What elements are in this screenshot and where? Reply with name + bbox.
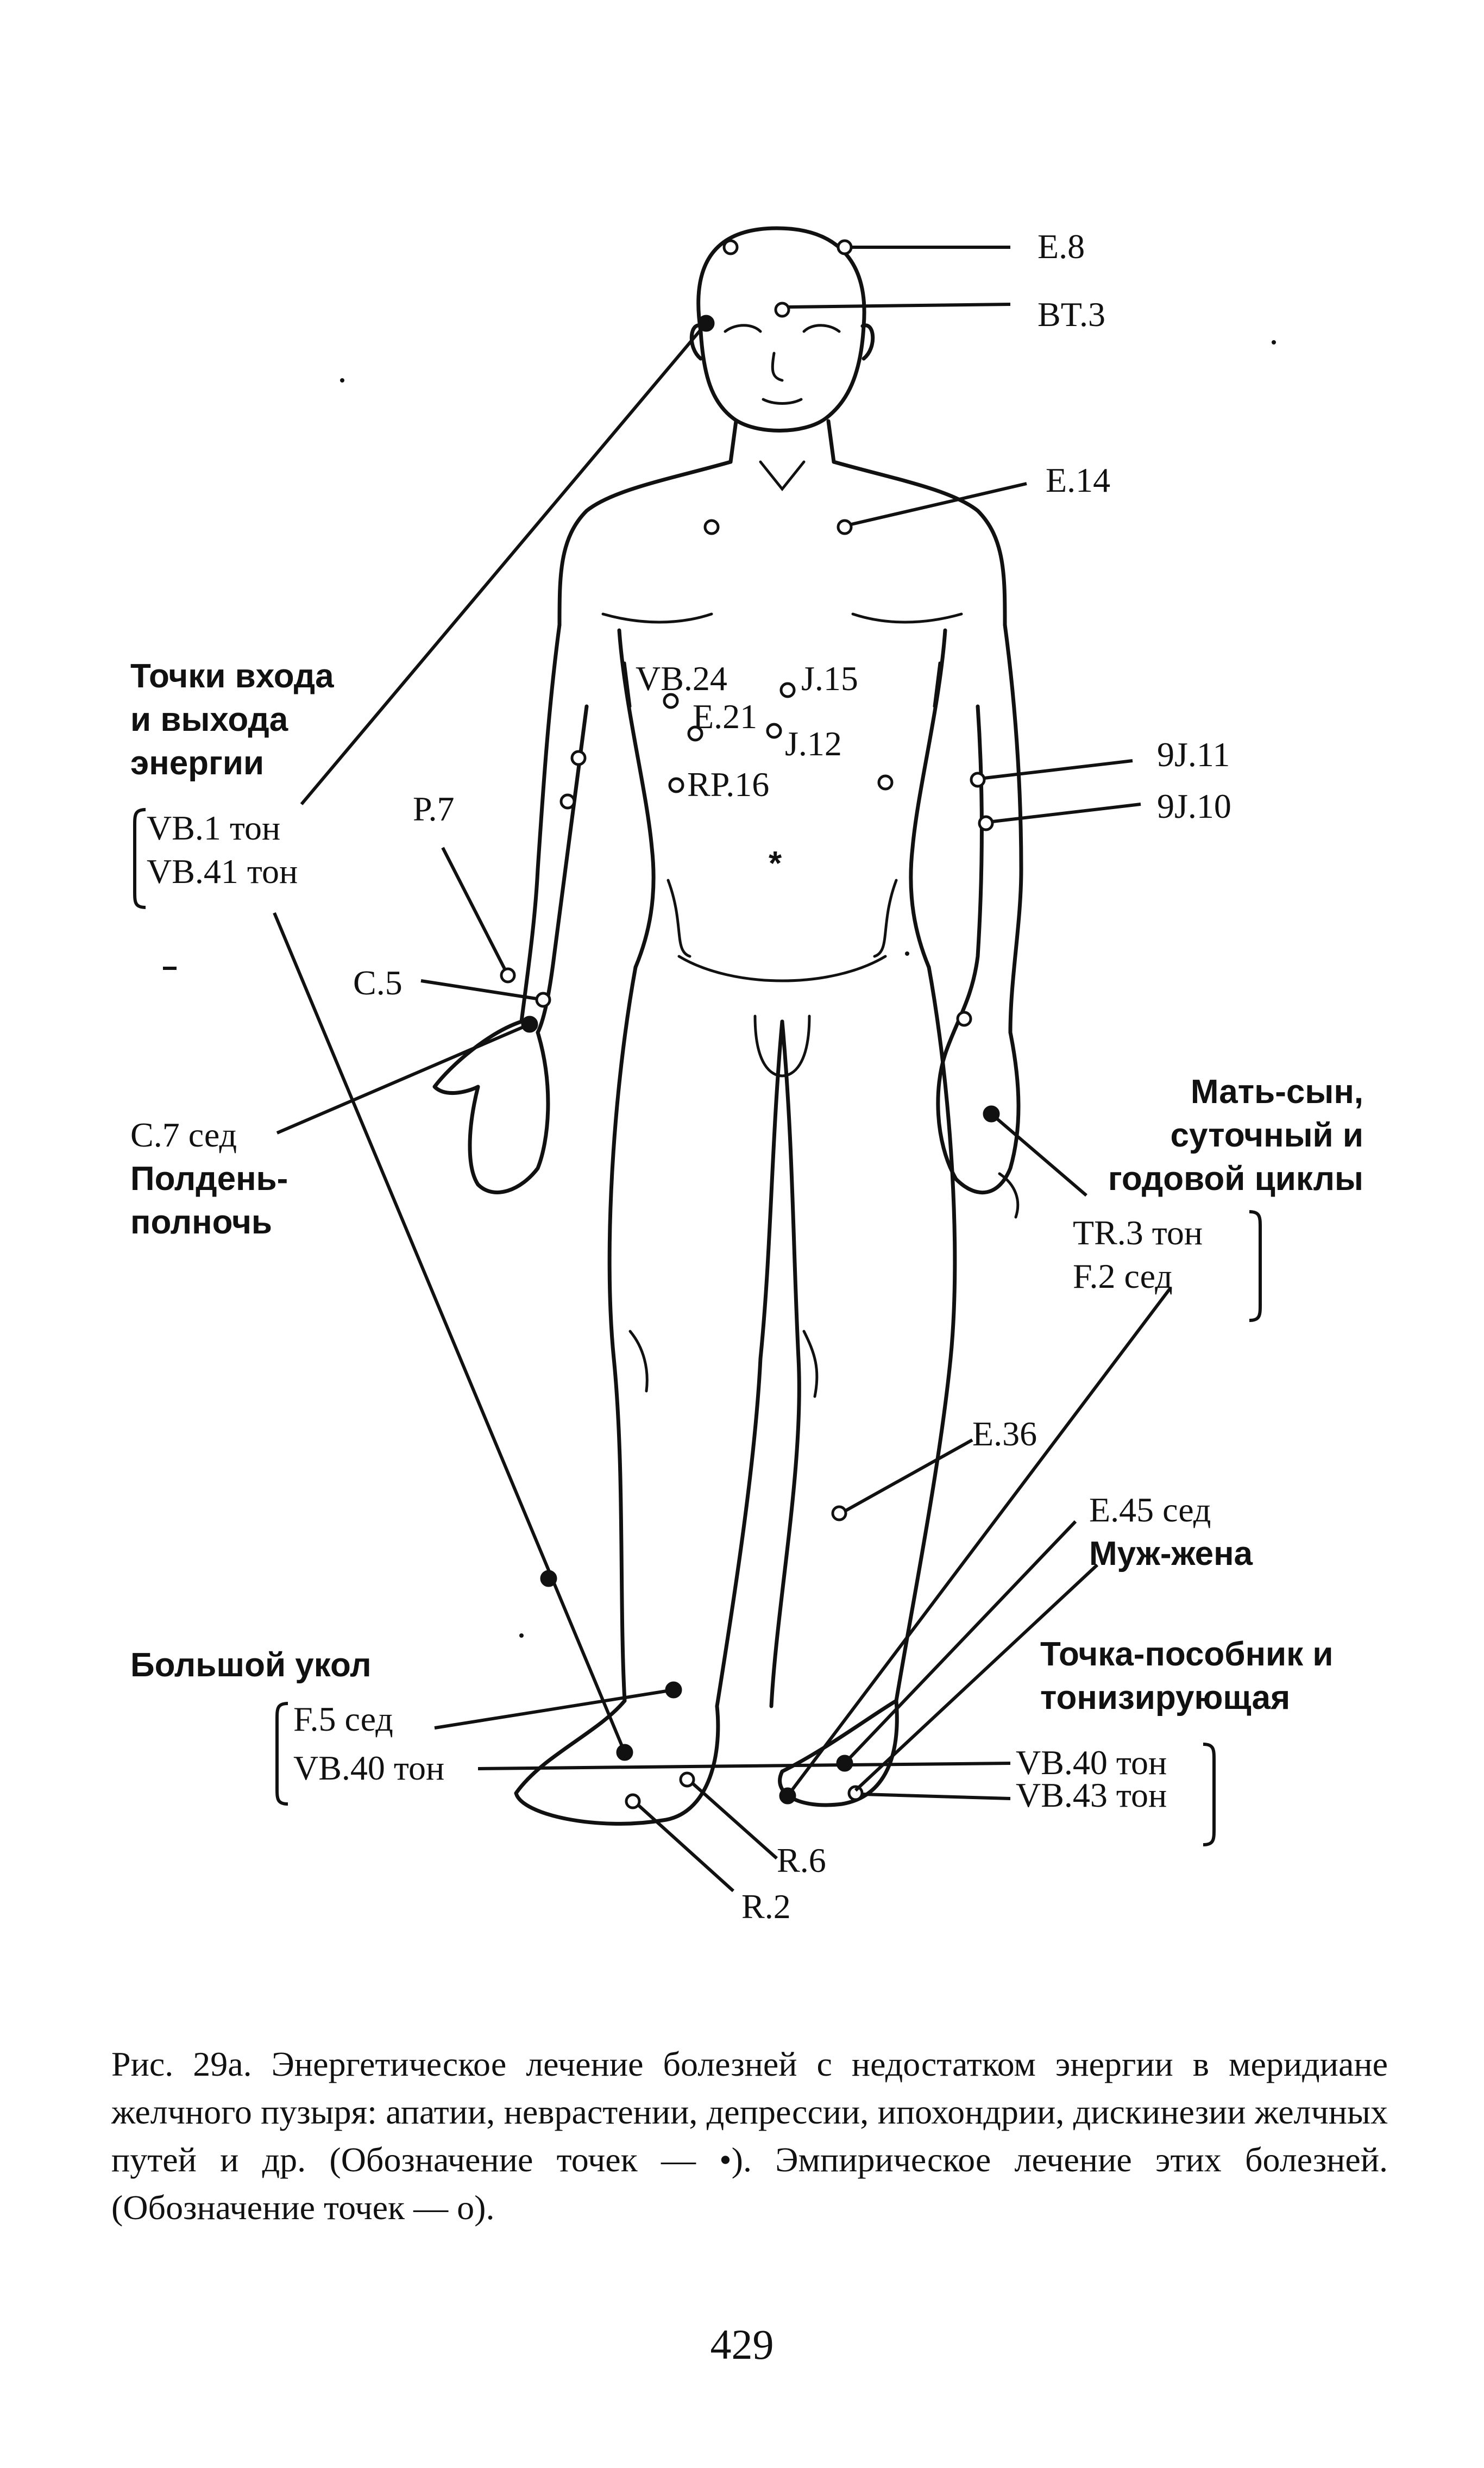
body-outline bbox=[432, 226, 1023, 1826]
label-husband: Муж-жена bbox=[1089, 1535, 1253, 1573]
open-points bbox=[500, 239, 994, 1809]
label-j15: J.15 bbox=[801, 659, 858, 698]
label-c5: C.5 bbox=[353, 963, 403, 1002]
label-rp16: RP.16 bbox=[687, 765, 769, 804]
label-e14: E.14 bbox=[1046, 461, 1110, 499]
label-helper-1: Точка-пособник и bbox=[1040, 1636, 1334, 1673]
label-e45: E.45 сед bbox=[1089, 1490, 1211, 1529]
point-body-right bbox=[877, 774, 894, 791]
decorative-marks: * bbox=[163, 340, 1276, 1638]
point-e14 bbox=[837, 519, 853, 535]
label-tr3: TR.3 тон bbox=[1073, 1213, 1203, 1252]
label-j10: 9J.10 bbox=[1157, 787, 1231, 825]
label-c7: C.7 сед bbox=[130, 1116, 237, 1154]
point-j11 bbox=[970, 772, 986, 788]
point-arm-left-2 bbox=[559, 793, 576, 810]
label-p7: P.7 bbox=[413, 790, 455, 828]
label-r6: R.6 bbox=[777, 1841, 826, 1880]
figure-caption: Рис. 29а. Энергетическое лечение болезне… bbox=[111, 2045, 1388, 2227]
point-e14-left bbox=[703, 519, 720, 535]
label-helper-2: тонизирующая bbox=[1040, 1679, 1290, 1717]
label-mother-3: годовой циклы bbox=[1108, 1160, 1363, 1198]
label-big-1: Большой укол bbox=[130, 1646, 372, 1684]
labels: E.8 BT.3 E.14 Точки входа и выхода энерг… bbox=[130, 227, 1363, 1926]
filled-points bbox=[521, 315, 1000, 1805]
label-vb40-left: VB.40 тон bbox=[293, 1749, 444, 1787]
label-r2: R.2 bbox=[741, 1887, 791, 1926]
label-entry-exit-2: и выхода bbox=[130, 701, 288, 738]
point-rp16 bbox=[668, 777, 684, 793]
label-mother-2: суточный и bbox=[1171, 1117, 1363, 1154]
point-e21 bbox=[687, 725, 703, 742]
label-j11: 9J.11 bbox=[1157, 735, 1230, 774]
point-vb43 bbox=[847, 1785, 864, 1801]
point-r2 bbox=[625, 1793, 641, 1809]
point-wrist-right bbox=[956, 1011, 972, 1027]
point-bt3 bbox=[774, 302, 790, 318]
label-vb24: VB.24 bbox=[636, 659, 727, 698]
label-bt3: BT.3 bbox=[1037, 295, 1105, 334]
label-entry-exit-1: Точки входа bbox=[130, 657, 334, 695]
label-entry-exit-3: энергии bbox=[130, 744, 264, 782]
label-j12: J.12 bbox=[785, 724, 842, 763]
label-noon-2: полночь bbox=[130, 1204, 272, 1241]
point-head-left bbox=[722, 239, 739, 255]
point-e8 bbox=[837, 239, 853, 255]
svg-text:*: * bbox=[769, 845, 782, 882]
label-noon-1: Полдень- bbox=[130, 1160, 288, 1198]
point-j15 bbox=[779, 682, 796, 698]
point-p7 bbox=[500, 967, 516, 984]
label-f2: F.2 сед bbox=[1073, 1257, 1173, 1295]
point-j10 bbox=[978, 815, 994, 831]
page-number: 429 bbox=[710, 2321, 774, 2368]
point-arm-left-1 bbox=[570, 750, 587, 766]
point-j12 bbox=[766, 723, 782, 739]
point-c5 bbox=[535, 992, 551, 1008]
label-e36: E.36 bbox=[972, 1414, 1037, 1453]
label-e21: E.21 bbox=[693, 697, 757, 736]
leader-lines bbox=[273, 246, 1172, 1893]
point-e36 bbox=[831, 1505, 847, 1521]
point-r6 bbox=[679, 1771, 695, 1788]
label-vb40-right: VB.40 тон bbox=[1016, 1743, 1167, 1782]
label-vb1: VB.1 тон bbox=[147, 809, 280, 847]
label-mother-1: Мать-сын, bbox=[1191, 1073, 1363, 1111]
braces bbox=[133, 808, 1262, 1846]
label-vb43: VB.43 тон bbox=[1016, 1776, 1167, 1814]
label-vb41: VB.41 тон bbox=[147, 852, 298, 891]
label-e8: E.8 bbox=[1037, 227, 1085, 266]
point-vb24 bbox=[663, 693, 679, 709]
label-f5: F.5 сед bbox=[293, 1700, 393, 1738]
